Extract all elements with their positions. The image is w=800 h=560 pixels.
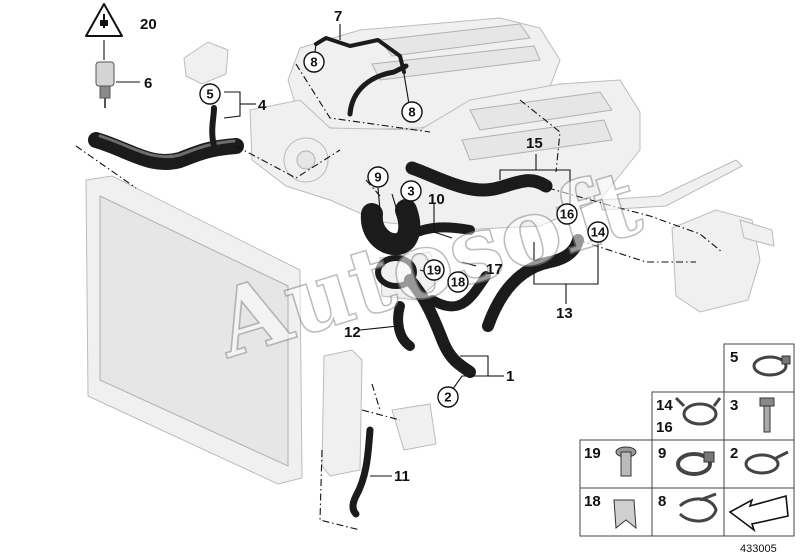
svg-text:19: 19	[427, 263, 441, 278]
hose-1b	[427, 271, 491, 312]
callout-circle-16: 16	[556, 203, 578, 225]
thermostat-hose	[360, 199, 421, 256]
hose-1	[404, 274, 476, 378]
legend-cell-19	[579, 439, 653, 489]
retainer-clip-icon	[613, 499, 637, 530]
warning-triangle-icon	[85, 3, 123, 37]
callout-circle-8a: 8	[303, 51, 325, 73]
parts-legend-table: 5 14 16 3 19 9 2 18 8	[579, 343, 795, 537]
legend-label-19: 19	[584, 445, 601, 462]
callout-13: 13	[556, 305, 573, 322]
vent-line	[347, 63, 409, 117]
temperature-sensor	[95, 61, 115, 108]
callout-1: 1	[506, 368, 514, 385]
callout-11: 11	[394, 468, 410, 485]
pump-lower	[391, 403, 437, 451]
callout-circle-14: 14	[587, 221, 609, 243]
hose-10	[407, 222, 475, 239]
hose-13	[482, 234, 584, 332]
callout-circle-5: 5	[199, 83, 221, 105]
callout-6: 6	[144, 75, 152, 92]
dashed-leaders	[75, 63, 723, 531]
hose-clip-icon	[678, 492, 718, 523]
bolt-icon	[759, 397, 775, 433]
callout-17: 17	[486, 261, 503, 278]
legend-cell-2	[723, 439, 795, 489]
engine-background	[85, 17, 775, 485]
diagram-reference-number: 433005	[740, 543, 777, 555]
callouts: 20 6 4 7 10 15 17 12 13 1 11 5 8 8 9 3	[140, 8, 609, 485]
right-bracket	[739, 219, 775, 247]
hose-4-branch	[209, 105, 217, 149]
callout-circle-8b: 8	[401, 101, 423, 123]
oil-cooler	[321, 349, 363, 477]
arrow-icon	[728, 494, 789, 533]
svg-text:5: 5	[206, 87, 213, 102]
svg-text:2: 2	[444, 390, 451, 405]
legend-label-2: 2	[730, 445, 738, 462]
hose-12	[393, 301, 415, 351]
callout-20: 20	[140, 16, 157, 33]
spring-clamp-icon	[674, 396, 722, 426]
svg-text:16: 16	[560, 207, 574, 222]
svg-text:14: 14	[591, 225, 606, 240]
legend-cell-5	[723, 343, 795, 393]
callout-circle-19: 19	[423, 259, 445, 281]
callout-7: 7	[334, 8, 342, 25]
legend-label-5: 5	[730, 349, 738, 366]
pulley-hub	[296, 150, 316, 170]
callout-circle-18: 18	[447, 271, 469, 293]
pump-body	[375, 255, 417, 289]
legend-label-3: 3	[730, 397, 738, 414]
hose-15	[405, 161, 553, 197]
callout-circle-9: 9	[367, 166, 389, 188]
callout-circle-3: 3	[400, 180, 422, 202]
radiator-core	[99, 195, 289, 467]
reservoir-cap	[183, 41, 229, 85]
callout-circle-2: 2	[437, 386, 459, 408]
legend-cell-3	[723, 391, 795, 441]
right-coolant-pipe	[599, 159, 743, 211]
callout-15: 15	[526, 135, 543, 152]
band-clamp-icon	[676, 451, 715, 476]
callout-4: 4	[258, 97, 267, 114]
expansion-tank	[671, 209, 761, 313]
svg-text:8: 8	[310, 55, 317, 70]
svg-text:18: 18	[451, 275, 465, 290]
legend-label-14: 14	[656, 397, 673, 414]
solid-leaders	[103, 24, 599, 477]
wire-clamp-icon	[744, 450, 789, 475]
engine-cylinders	[461, 91, 613, 161]
hose-7	[314, 36, 406, 74]
hose-clamp-icon	[752, 355, 791, 377]
callout-12: 12	[344, 324, 361, 341]
svg-text:3: 3	[407, 184, 414, 199]
callout-10: 10	[428, 191, 445, 208]
legend-label-9: 9	[658, 445, 666, 462]
svg-text:8: 8	[408, 105, 415, 120]
legend-label-8: 8	[658, 493, 666, 510]
legend-label-18: 18	[584, 493, 601, 510]
hose-11	[349, 426, 374, 518]
legend-cell-14-16	[651, 391, 725, 441]
screw-icon	[615, 446, 637, 477]
svg-text:9: 9	[374, 170, 381, 185]
legend-label-16: 16	[656, 419, 673, 436]
hoses	[88, 36, 584, 518]
